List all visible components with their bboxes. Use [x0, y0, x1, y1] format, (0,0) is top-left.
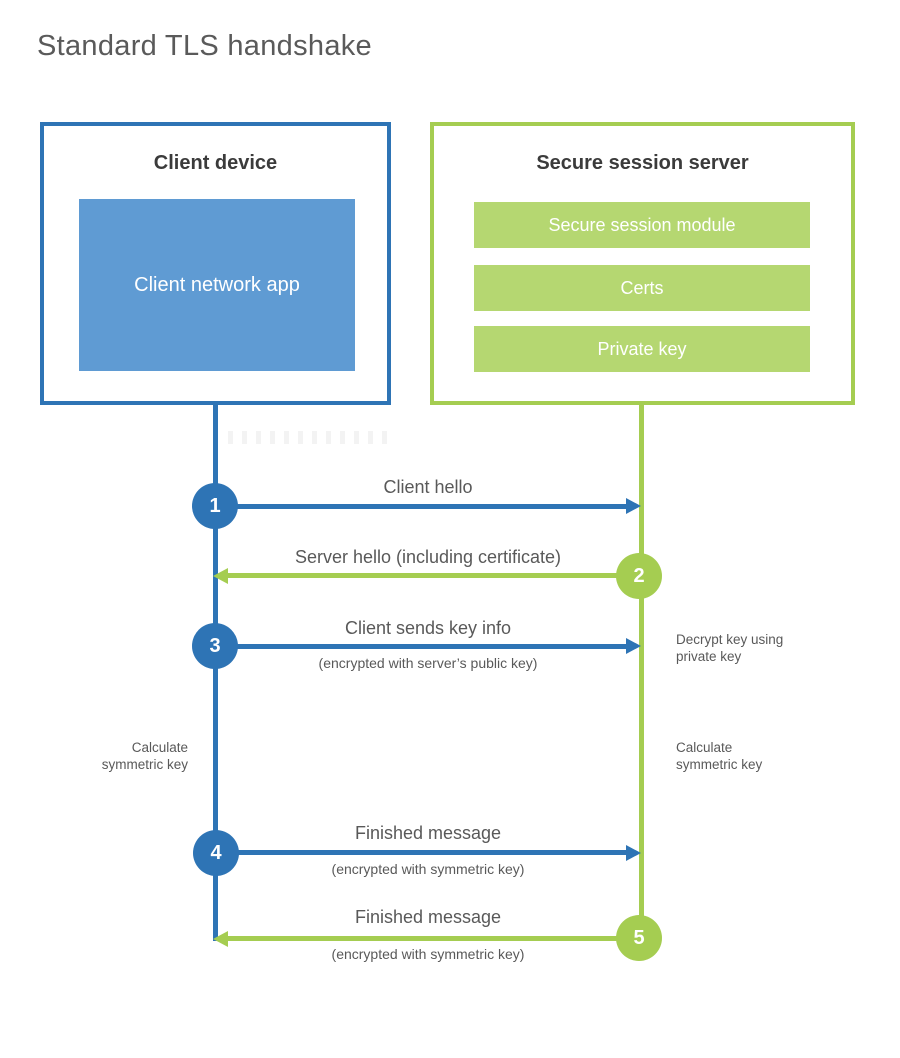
page-title: Standard TLS handshake	[37, 30, 372, 62]
arrowhead-left-icon	[213, 931, 228, 947]
client-lifeline	[213, 405, 218, 941]
note-line: Calculate	[676, 740, 733, 755]
message-label-server-hello: Server hello (including certificate)	[294, 547, 562, 567]
server-lifeline	[639, 405, 644, 938]
step-number: 1	[209, 494, 221, 517]
arrowhead-left-icon	[213, 568, 228, 584]
step-circle-4: 4	[193, 830, 239, 876]
message-label-client-hello: Client hello	[383, 477, 473, 497]
secure-session-server-title: Secure session server	[536, 152, 749, 174]
arrow-server-hello	[228, 573, 641, 578]
note-line: symmetric key	[101, 757, 188, 772]
client-network-app-block: Client network app	[79, 199, 355, 371]
server-module-certs: Certs	[474, 265, 810, 311]
arrowhead-right-icon	[626, 845, 641, 861]
arrow-finished-client	[215, 850, 628, 855]
step-circle-5: 5	[616, 915, 662, 961]
client-network-app-label: Client network app	[134, 274, 300, 296]
server-module-label: Secure session module	[548, 214, 736, 235]
message-sublabel-finished-client: (encrypted with symmetric key)	[331, 861, 525, 877]
note-line: symmetric key	[676, 757, 763, 772]
step-circle-1: 1	[192, 483, 238, 529]
faint-dashed-line	[228, 431, 396, 444]
arrow-finished-server	[228, 936, 641, 941]
message-label-finished-client: Finished message	[354, 823, 502, 843]
note-line: private key	[676, 649, 742, 664]
client-device-title: Client device	[153, 152, 278, 174]
arrow-key-info	[215, 644, 628, 649]
step-number: 2	[633, 564, 645, 587]
server-module-secure-session: Secure session module	[474, 202, 810, 248]
message-sublabel-key-info: (encrypted with server’s public key)	[318, 655, 538, 671]
step-number: 5	[633, 926, 645, 949]
message-label-finished-server: Finished message	[354, 907, 502, 927]
message-label-key-info: Client sends key info	[344, 618, 512, 638]
step-circle-2: 2	[616, 553, 662, 599]
arrowhead-right-icon	[626, 638, 641, 654]
note-calculate-symmetric-key-client: Calculate symmetric key	[60, 739, 188, 773]
step-number: 3	[209, 634, 221, 657]
note-decrypt-key: Decrypt key using private key	[676, 631, 783, 665]
server-module-label: Certs	[620, 277, 664, 298]
note-calculate-symmetric-key-server: Calculate symmetric key	[676, 739, 762, 773]
arrow-client-hello	[215, 504, 628, 509]
arrowhead-right-icon	[626, 498, 641, 514]
message-sublabel-finished-server: (encrypted with symmetric key)	[331, 946, 525, 962]
note-line: Calculate	[131, 740, 188, 755]
note-line: Decrypt key using	[676, 632, 784, 647]
server-module-label: Private key	[597, 338, 687, 359]
step-number: 4	[210, 841, 222, 864]
server-module-private-key: Private key	[474, 326, 810, 372]
step-circle-3: 3	[192, 623, 238, 669]
